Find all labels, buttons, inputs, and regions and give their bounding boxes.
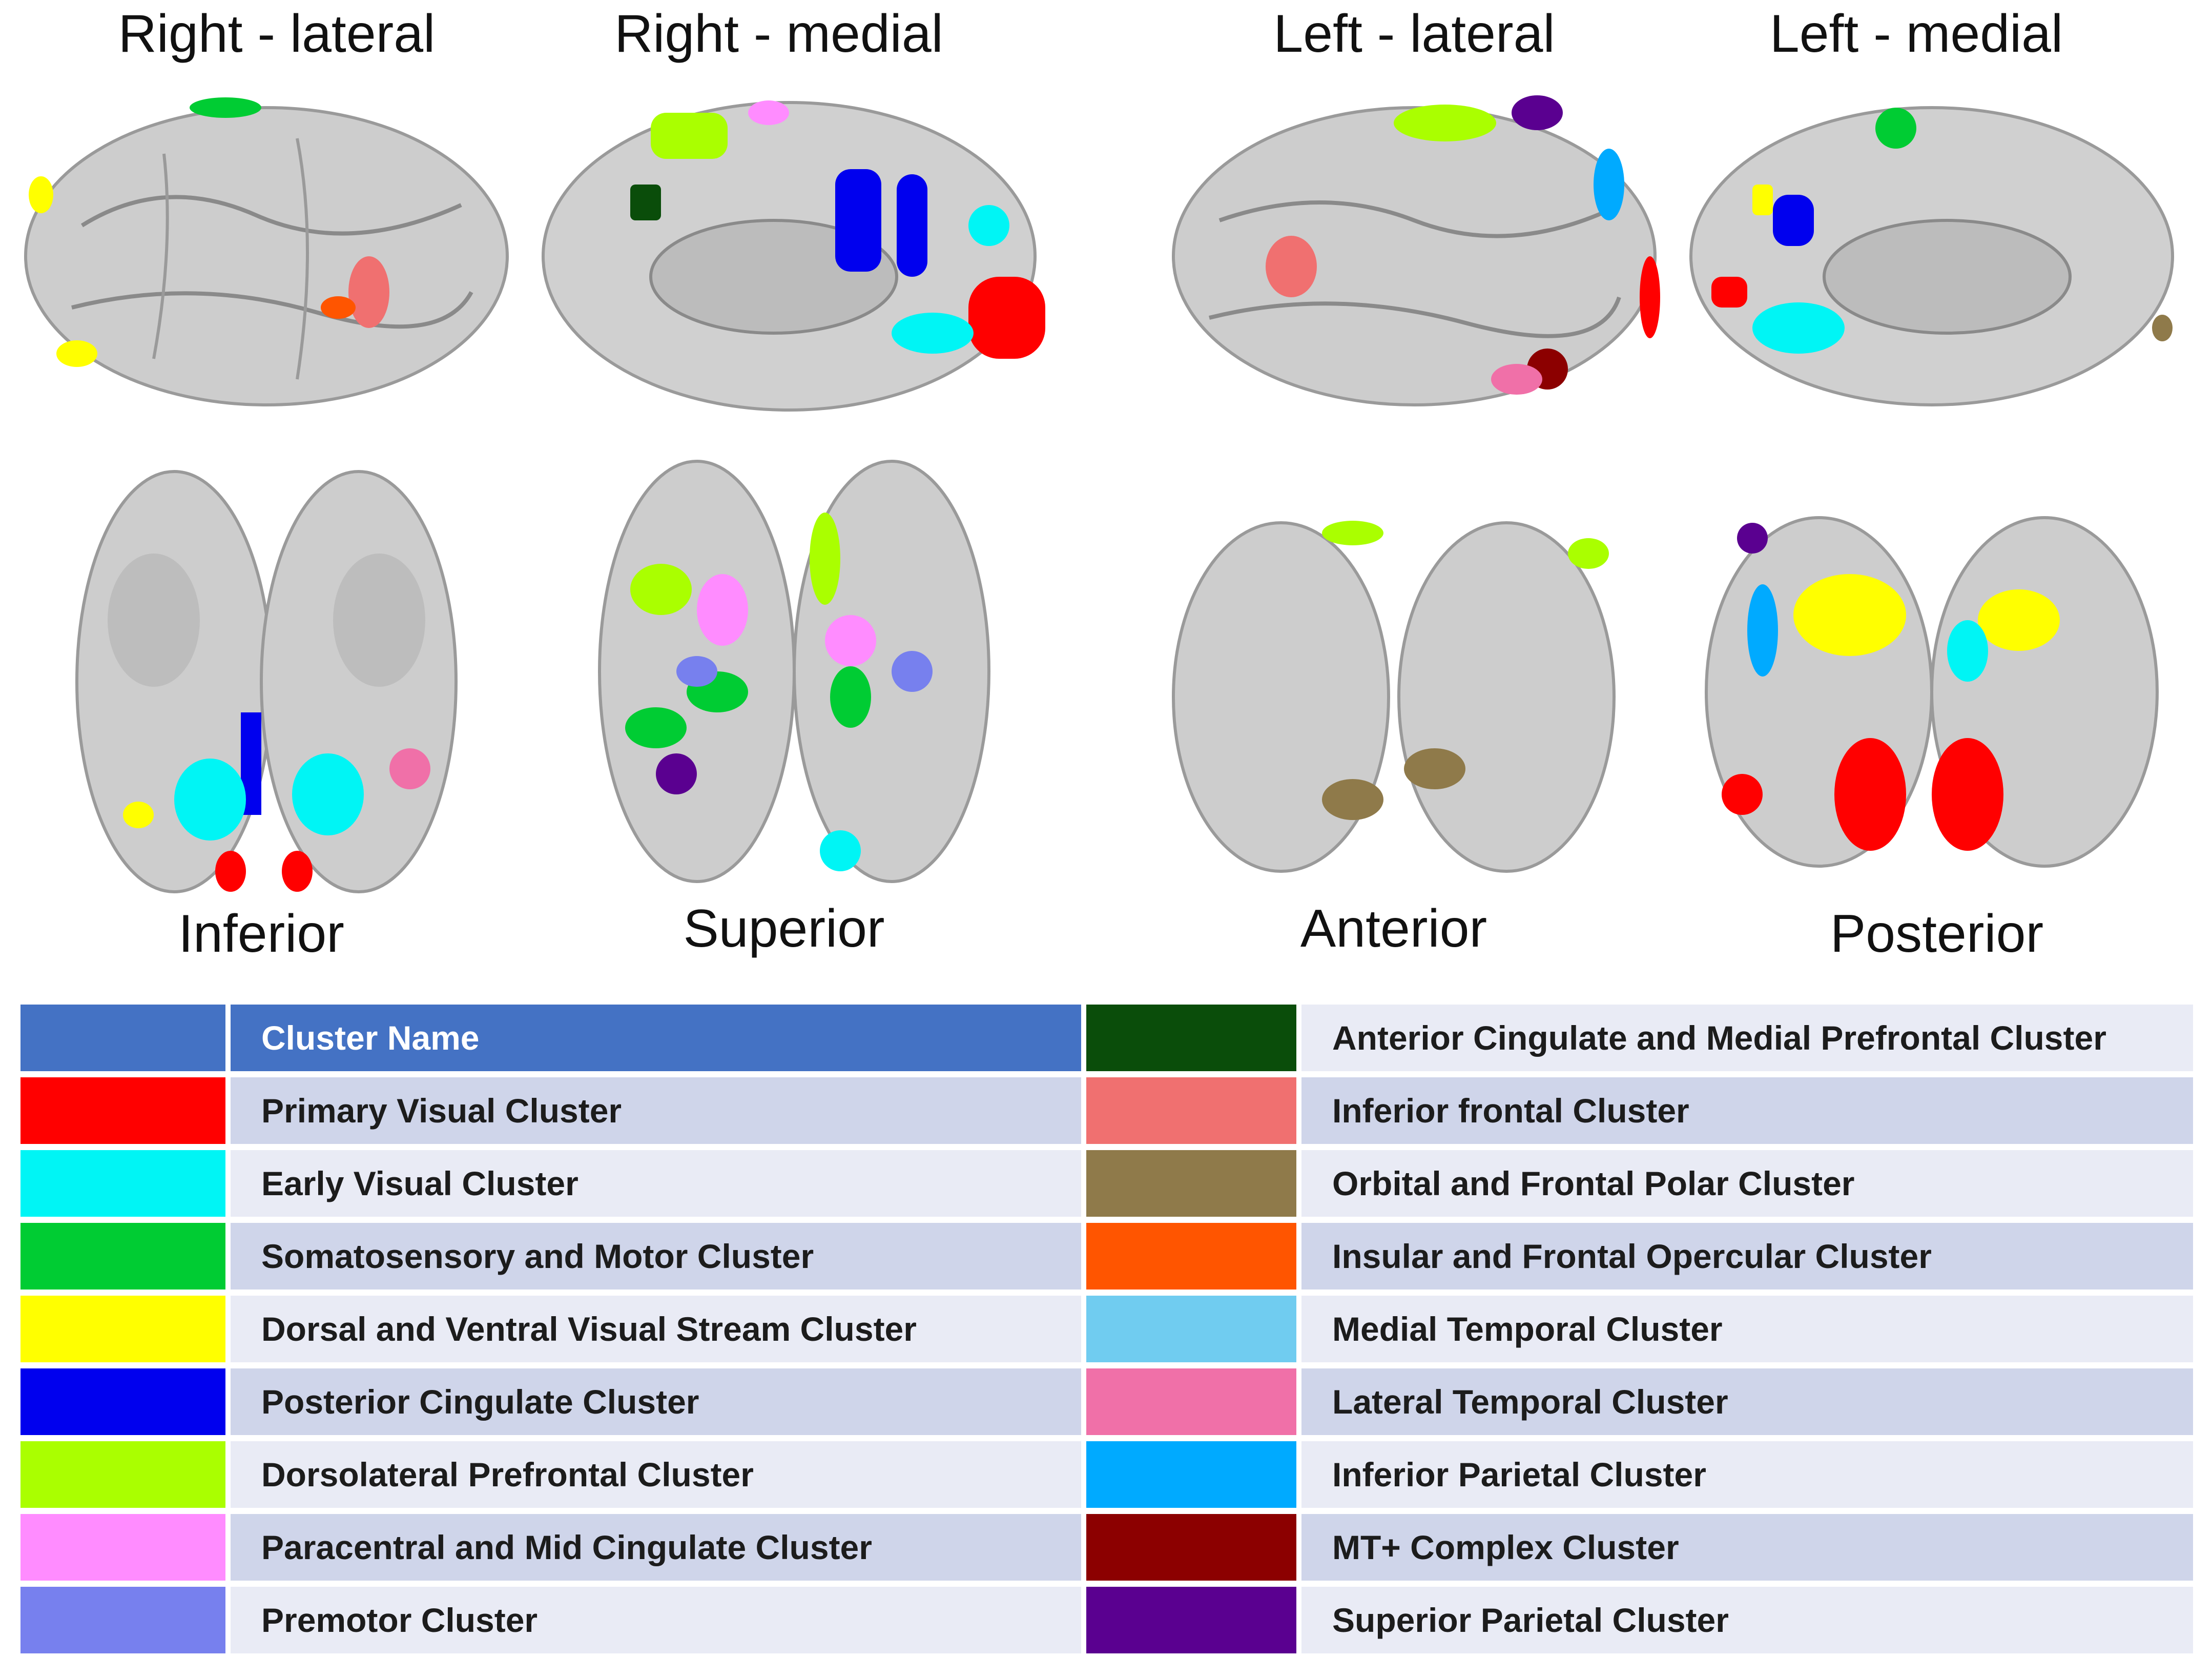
brain-left-medial xyxy=(1689,106,2174,406)
legend-color-swatch xyxy=(1086,1441,1296,1508)
legend-color-swatch xyxy=(1086,1587,1296,1653)
view-title-left-medial: Left - medial xyxy=(1769,4,2063,64)
legend-color-swatch xyxy=(20,1514,225,1581)
legend-cluster-label: Premotor Cluster xyxy=(231,1587,1081,1653)
brain-anterior xyxy=(1172,521,1616,873)
legend-cluster-label: Dorsal and Ventral Visual Stream Cluster xyxy=(231,1296,1081,1362)
legend-color-swatch xyxy=(20,1223,225,1290)
view-title-inferior: Inferior xyxy=(178,904,344,964)
view-title-posterior: Posterior xyxy=(1830,904,2044,964)
brain-right-lateral xyxy=(24,97,509,406)
legend-cluster-label: Inferior Parietal Cluster xyxy=(1301,1441,2193,1508)
legend-cluster-label: Posterior Cingulate Cluster xyxy=(231,1368,1081,1435)
legend-cluster-label: Superior Parietal Cluster xyxy=(1301,1587,2193,1653)
legend-header-label: Cluster Name xyxy=(231,1005,1081,1071)
legend-color-swatch xyxy=(1086,1368,1296,1435)
legend-cluster-label: Early Visual Cluster xyxy=(231,1150,1081,1217)
view-title-anterior: Anterior xyxy=(1300,899,1487,958)
brain-right-medial xyxy=(542,100,1045,412)
legend-cluster-label: Insular and Frontal Opercular Cluster xyxy=(1301,1223,2193,1290)
legend-cluster-label: Orbital and Frontal Polar Cluster xyxy=(1301,1150,2193,1217)
brain-left-lateral xyxy=(1172,95,1660,406)
view-title-right-medial: Right - medial xyxy=(614,4,943,64)
legend-color-swatch xyxy=(20,1296,225,1362)
legend-color-swatch xyxy=(1086,1296,1296,1362)
legend-cluster-label: Somatosensory and Motor Cluster xyxy=(231,1223,1081,1290)
legend-cluster-label: Lateral Temporal Cluster xyxy=(1301,1368,2193,1435)
brain-posterior xyxy=(1705,516,2159,868)
legend-color-swatch xyxy=(20,1441,225,1508)
legend-color-swatch xyxy=(1086,1077,1296,1144)
legend-cluster-label: Inferior frontal Cluster xyxy=(1301,1077,2193,1144)
brain-inferior xyxy=(75,470,458,893)
legend-cluster-label: Primary Visual Cluster xyxy=(231,1077,1081,1144)
legend-cluster-label: MT+ Complex Cluster xyxy=(1301,1514,2193,1581)
view-title-superior: Superior xyxy=(683,899,885,958)
view-title-left-lateral: Left - lateral xyxy=(1273,4,1555,64)
legend-color-swatch xyxy=(1086,1005,1296,1071)
legend-color-swatch xyxy=(20,1150,225,1217)
brain-superior xyxy=(598,460,990,883)
legend-color-swatch xyxy=(20,1587,225,1653)
legend-cluster-label: Medial Temporal Cluster xyxy=(1301,1296,2193,1362)
legend-header-swatch xyxy=(20,1005,225,1071)
legend-cluster-label: Paracentral and Mid Cingulate Cluster xyxy=(231,1514,1081,1581)
legend-cluster-label: Dorsolateral Prefrontal Cluster xyxy=(231,1441,1081,1508)
view-title-right-lateral: Right - lateral xyxy=(118,4,436,64)
legend-color-swatch xyxy=(1086,1223,1296,1290)
legend-color-swatch xyxy=(1086,1514,1296,1581)
legend-cluster-label: Anterior Cingulate and Medial Prefrontal… xyxy=(1301,1005,2193,1071)
legend-color-swatch xyxy=(1086,1150,1296,1217)
legend-color-swatch xyxy=(20,1077,225,1144)
legend-color-swatch xyxy=(20,1368,225,1435)
